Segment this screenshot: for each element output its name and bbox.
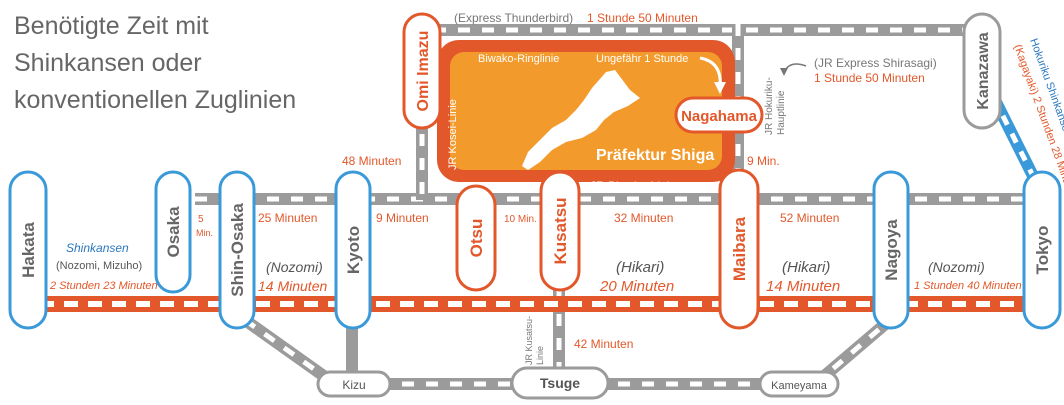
kusatsu-line-label-2: Linie: [535, 346, 545, 365]
map-title: Benötigte Zeit mit Shinkansen oder konve…: [14, 12, 296, 114]
station-kanazawa-label: Kanazawa: [975, 32, 992, 109]
conventional-main-line: [195, 193, 1040, 205]
kusatsu-maibara-time: 32 Minuten: [614, 211, 673, 225]
station-otsu[interactable]: Otsu: [455, 184, 497, 292]
hokuriku-main-label-2: Hauptlinie: [776, 90, 787, 135]
station-osaka[interactable]: Osaka: [154, 170, 192, 294]
hikari-2-label: (Hikari): [782, 259, 830, 276]
thunderbird-time: 1 Stunde 50 Minuten: [587, 11, 698, 25]
stations: Hakata Osaka Shin-Osaka Kyoto Omi Imazu …: [8, 12, 1062, 400]
nozomi-1-label: (Nozomi): [266, 259, 323, 275]
thunderbird-label: (Express Thunderbird): [454, 11, 573, 25]
station-shin-osaka[interactable]: Shin-Osaka: [218, 170, 256, 330]
kyoto-north-time: 48 Minuten: [342, 154, 401, 168]
station-tsuge[interactable]: Tsuge: [510, 366, 610, 400]
lake-biwa-icon: [522, 70, 640, 170]
station-kyoto[interactable]: Kyoto: [334, 170, 372, 330]
biwako-ring-label: Biwako-Ringlinie: [478, 53, 559, 65]
station-kameyama-label: Kameyama: [771, 380, 828, 392]
shiga-label: Präfektur Shiga: [596, 147, 714, 164]
station-kusatsu[interactable]: Kusatsu: [539, 170, 581, 292]
otsu-kusatsu-time: 10 Min.: [504, 214, 537, 225]
station-hakata-label: Hakata: [19, 222, 38, 278]
maibara-nagoya-time: 14 Minuten: [766, 278, 840, 295]
station-nagoya[interactable]: Nagoya: [872, 170, 910, 330]
nagoya-tokyo-time: 1 Stunden 40 Minuten: [914, 280, 1022, 292]
biwako-line-label: JR Biwako-Linie: [590, 179, 676, 193]
station-kameyama[interactable]: Kameyama: [758, 370, 840, 398]
title-line-3: konventionellen Zuglinien: [14, 86, 296, 114]
station-kyoto-label: Kyoto: [344, 226, 363, 274]
station-tokyo[interactable]: Tokyo: [1022, 170, 1062, 330]
station-osaka-label: Osaka: [164, 206, 183, 258]
station-tsuge-label: Tsuge: [540, 375, 580, 391]
osaka-shinosaka-unit: Min.: [196, 228, 213, 238]
title-line-2: Shinkansen oder: [14, 49, 202, 77]
nozomi-mizuho-label: (Nozomi, Mizuho): [56, 260, 142, 272]
title-line-1: Benötigte Zeit mit: [14, 12, 209, 40]
station-kanazawa[interactable]: Kanazawa: [962, 12, 1002, 130]
maibara-nagoya-local-time: 52 Minuten: [780, 211, 839, 225]
osaka-shinosaka-time: 5: [198, 214, 204, 225]
station-maibara[interactable]: Maibara: [718, 168, 760, 330]
tokaido-sanyo-shinkansen-line: [40, 296, 1040, 312]
station-hakata[interactable]: Hakata: [8, 170, 48, 330]
station-tokyo-label: Tokyo: [1033, 226, 1052, 275]
station-kusatsu-label: Kusatsu: [551, 197, 570, 264]
station-maibara-label: Maibara: [730, 216, 749, 281]
nozomi-2-label: (Nozomi): [928, 259, 985, 275]
station-omi-imazu-label: Omi Imazu: [415, 31, 432, 112]
nagahama-maibara-time: 9 Min.: [747, 154, 780, 168]
station-kizu-label: Kizu: [342, 378, 365, 392]
station-nagoya-label: Nagoya: [882, 219, 901, 281]
ring-time-label: Ungefähr 1 Stunde: [596, 53, 688, 65]
kusatsu-tsuge-time: 42 Minuten: [574, 337, 633, 351]
kusatsu-line-label-1: JR Kusatsu-: [524, 316, 534, 365]
station-nagahama-label: Nagahama: [681, 108, 758, 125]
station-otsu-label: Otsu: [467, 219, 486, 258]
station-kizu[interactable]: Kizu: [316, 370, 392, 398]
shinkansen-label: Shinkansen: [66, 241, 129, 255]
shiga-prefecture: Biwako-Ringlinie Ungefähr 1 Stunde Präfe…: [437, 40, 735, 193]
shirasagi-label: (JR Express Shirasagi): [814, 56, 937, 70]
kosei-line-label: JR Kosei-Linie: [447, 99, 459, 170]
station-nagahama[interactable]: Nagahama: [674, 96, 764, 134]
kyoto-maibara-time: 20 Minuten: [599, 278, 674, 295]
hakata-time: 2 Stunden 23 Minuten: [49, 280, 158, 292]
shinosaka-kyoto-local-time: 25 Minuten: [258, 211, 317, 225]
hokuriku-main-label-1: JR Hokuriku-: [764, 77, 775, 135]
shirasagi-time: 1 Stunde 50 Minuten: [814, 71, 925, 85]
shinosaka-kyoto-time: 14 Minuten: [258, 278, 327, 294]
station-omi-imazu[interactable]: Omi Imazu: [402, 12, 442, 130]
kyoto-otsu-time: 9 Minuten: [376, 211, 429, 225]
station-shin-osaka-label: Shin-Osaka: [228, 203, 247, 297]
hikari-1-label: (Hikari): [616, 259, 664, 276]
